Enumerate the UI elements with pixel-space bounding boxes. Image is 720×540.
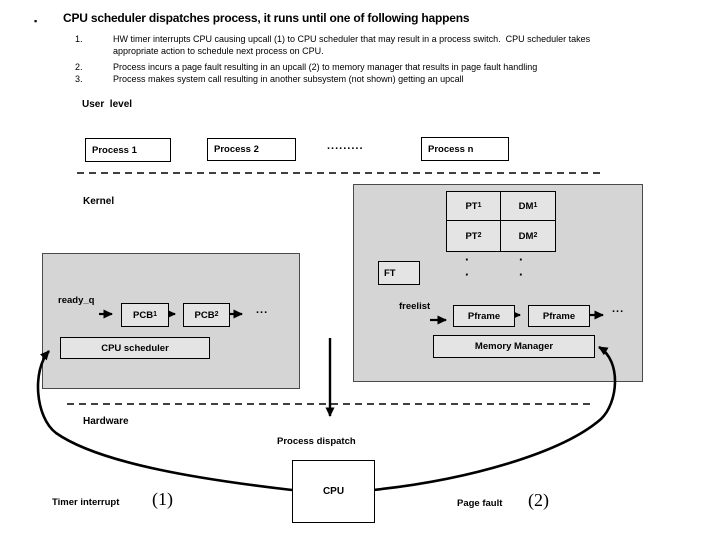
cpu-label: CPU	[322, 486, 345, 497]
process-dispatch-label: Process dispatch	[277, 436, 356, 447]
page-fault-upcall-number: (2)	[528, 490, 549, 510]
dot: ·	[519, 252, 524, 267]
ft-box: FT	[378, 261, 420, 285]
cpu-box: CPU	[292, 460, 375, 523]
process-ellipsis: .........	[327, 140, 364, 152]
list-item: 1. HW timer interrupts CPU causing upcal…	[75, 33, 628, 57]
process-n-box: Process n	[421, 137, 509, 161]
process-2-box: Process 2	[207, 138, 296, 161]
hardware-label: Hardware	[83, 416, 129, 427]
dot: ·	[465, 252, 470, 267]
freelist-label: freelist	[399, 301, 431, 312]
pframe2-label: Pframe	[542, 310, 576, 322]
ready-q-label: ready_q	[58, 295, 95, 306]
bullet-icon: ▪	[34, 16, 38, 26]
memory-manager-label: Memory Manager	[474, 341, 554, 352]
dm-column-dots: · ·	[519, 252, 523, 282]
list-item-text: Process makes system call resulting in a…	[113, 74, 464, 84]
pcb1-label: PCB	[133, 309, 154, 321]
cpu-scheduler-panel	[42, 253, 300, 389]
pframe1-box: Pframe	[453, 305, 515, 327]
dm1-label: DM	[518, 200, 534, 212]
timer-interrupt-label: Timer interrupt	[52, 497, 120, 508]
process-1-label: Process 1	[92, 144, 137, 156]
process-2-label: Process 2	[214, 144, 259, 155]
pframe-ellipsis: ...	[612, 303, 625, 315]
dot: ·	[465, 267, 470, 282]
cpu-scheduler-label: CPU scheduler	[101, 342, 169, 354]
list-item-text: Process incurs a page fault resulting in…	[113, 62, 538, 72]
list-item-number: 2.	[75, 62, 83, 72]
page-fault-label: Page fault	[457, 498, 503, 509]
pframe1-label: Pframe	[467, 310, 501, 322]
pcb-ellipsis: ...	[256, 304, 269, 316]
pcb2-label: PCB	[194, 309, 215, 321]
ft-label: FT	[384, 267, 396, 279]
pframe2-box: Pframe	[528, 305, 590, 327]
kernel-label: Kernel	[83, 196, 115, 207]
cpu-scheduler-box: CPU scheduler	[60, 337, 210, 359]
dot: ·	[519, 267, 524, 282]
dm2-label: DM	[518, 230, 534, 242]
slide-title: CPU scheduler dispatches process, it run…	[63, 11, 470, 25]
process-n-label: Process n	[428, 143, 474, 155]
list-item-number: 3.	[75, 74, 83, 84]
memory-manager-box: Memory Manager	[433, 335, 595, 358]
pt-column-dots: · ·	[465, 252, 469, 282]
timer-upcall-number: (1)	[152, 489, 173, 509]
process-1-box: Process 1	[85, 138, 171, 162]
list-item: 3. Process makes system call resulting i…	[75, 73, 628, 85]
list-item: 2. Process incurs a page fault resulting…	[75, 61, 628, 73]
pt2-label: PT	[465, 230, 478, 242]
list-item-text: HW timer interrupts CPU causing upcall (…	[113, 34, 593, 56]
pt1-label: PT	[465, 200, 478, 212]
user-level-label: User level	[82, 99, 133, 110]
list-item-number: 1.	[75, 34, 83, 44]
